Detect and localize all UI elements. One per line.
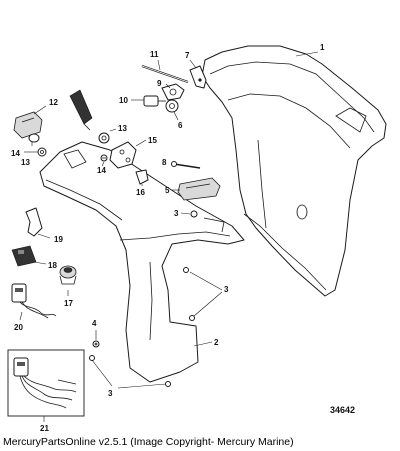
callout-20: 20 (14, 323, 23, 332)
callout-14-right: 14 (97, 166, 106, 175)
callout-3-upper: 3 (174, 209, 179, 218)
callout-12: 12 (49, 98, 58, 107)
callout-10: 10 (119, 96, 128, 105)
screw-part-14-right[interactable] (100, 154, 108, 162)
latch-part-13-right[interactable] (98, 132, 110, 144)
screw-part-3-upper[interactable] (190, 210, 198, 218)
figure-number: 34642 (330, 405, 355, 415)
callout-21: 21 (40, 424, 49, 433)
nut-part-14-left[interactable] (37, 147, 47, 157)
latch-lever-part-9[interactable] (161, 83, 185, 101)
callout-18: 18 (48, 261, 57, 270)
handle-part-5[interactable] (177, 177, 221, 201)
callout-7: 7 (185, 51, 190, 60)
callout-9: 9 (157, 79, 162, 88)
callout-2: 2 (214, 338, 219, 347)
callout-13-left: 13 (21, 158, 30, 167)
screws-part-3-lower[interactable] (89, 355, 171, 387)
grommet-part-6[interactable] (165, 99, 179, 113)
screws-part-3-middle[interactable] (183, 267, 195, 321)
washer-part-4[interactable] (92, 340, 100, 348)
cover-part-12[interactable] (13, 111, 43, 139)
callout-16: 16 (136, 188, 145, 197)
grommet-part-17[interactable] (59, 265, 77, 285)
pin-part-10[interactable] (143, 95, 166, 107)
screw-part-8[interactable] (171, 161, 201, 169)
callout-1: 1 (320, 43, 325, 52)
callout-3-middle: 3 (224, 285, 229, 294)
image-caption: MercuryPartsOnline v2.5.1 (Image Copyrig… (3, 436, 294, 448)
rod-part-11[interactable] (141, 64, 189, 84)
top-cowl-part-1[interactable] (201, 45, 387, 297)
callout-5: 5 (165, 186, 170, 195)
callout-4: 4 (92, 319, 97, 328)
callout-3-lower: 3 (108, 389, 113, 398)
callout-11: 11 (150, 50, 159, 59)
callout-17: 17 (64, 299, 73, 308)
latch-plate-part-15[interactable] (109, 141, 137, 169)
tube-component[interactable] (69, 89, 93, 131)
switch-part-18[interactable] (11, 245, 37, 267)
clip-part-16[interactable] (135, 169, 149, 185)
lower-cowl-part-2[interactable] (39, 141, 245, 383)
bracket-part-7[interactable] (189, 65, 207, 89)
harness-part-20[interactable] (11, 283, 57, 319)
washer-part-13-left[interactable] (28, 133, 40, 143)
callout-15: 15 (148, 136, 157, 145)
callout-13-right: 13 (118, 124, 127, 133)
callout-6: 6 (178, 121, 183, 130)
callout-8: 8 (162, 158, 167, 167)
callout-14-left: 14 (11, 149, 20, 158)
bracket-part-19[interactable] (25, 207, 43, 237)
callout-19: 19 (54, 235, 63, 244)
harness-kit-part-21[interactable] (7, 349, 85, 417)
